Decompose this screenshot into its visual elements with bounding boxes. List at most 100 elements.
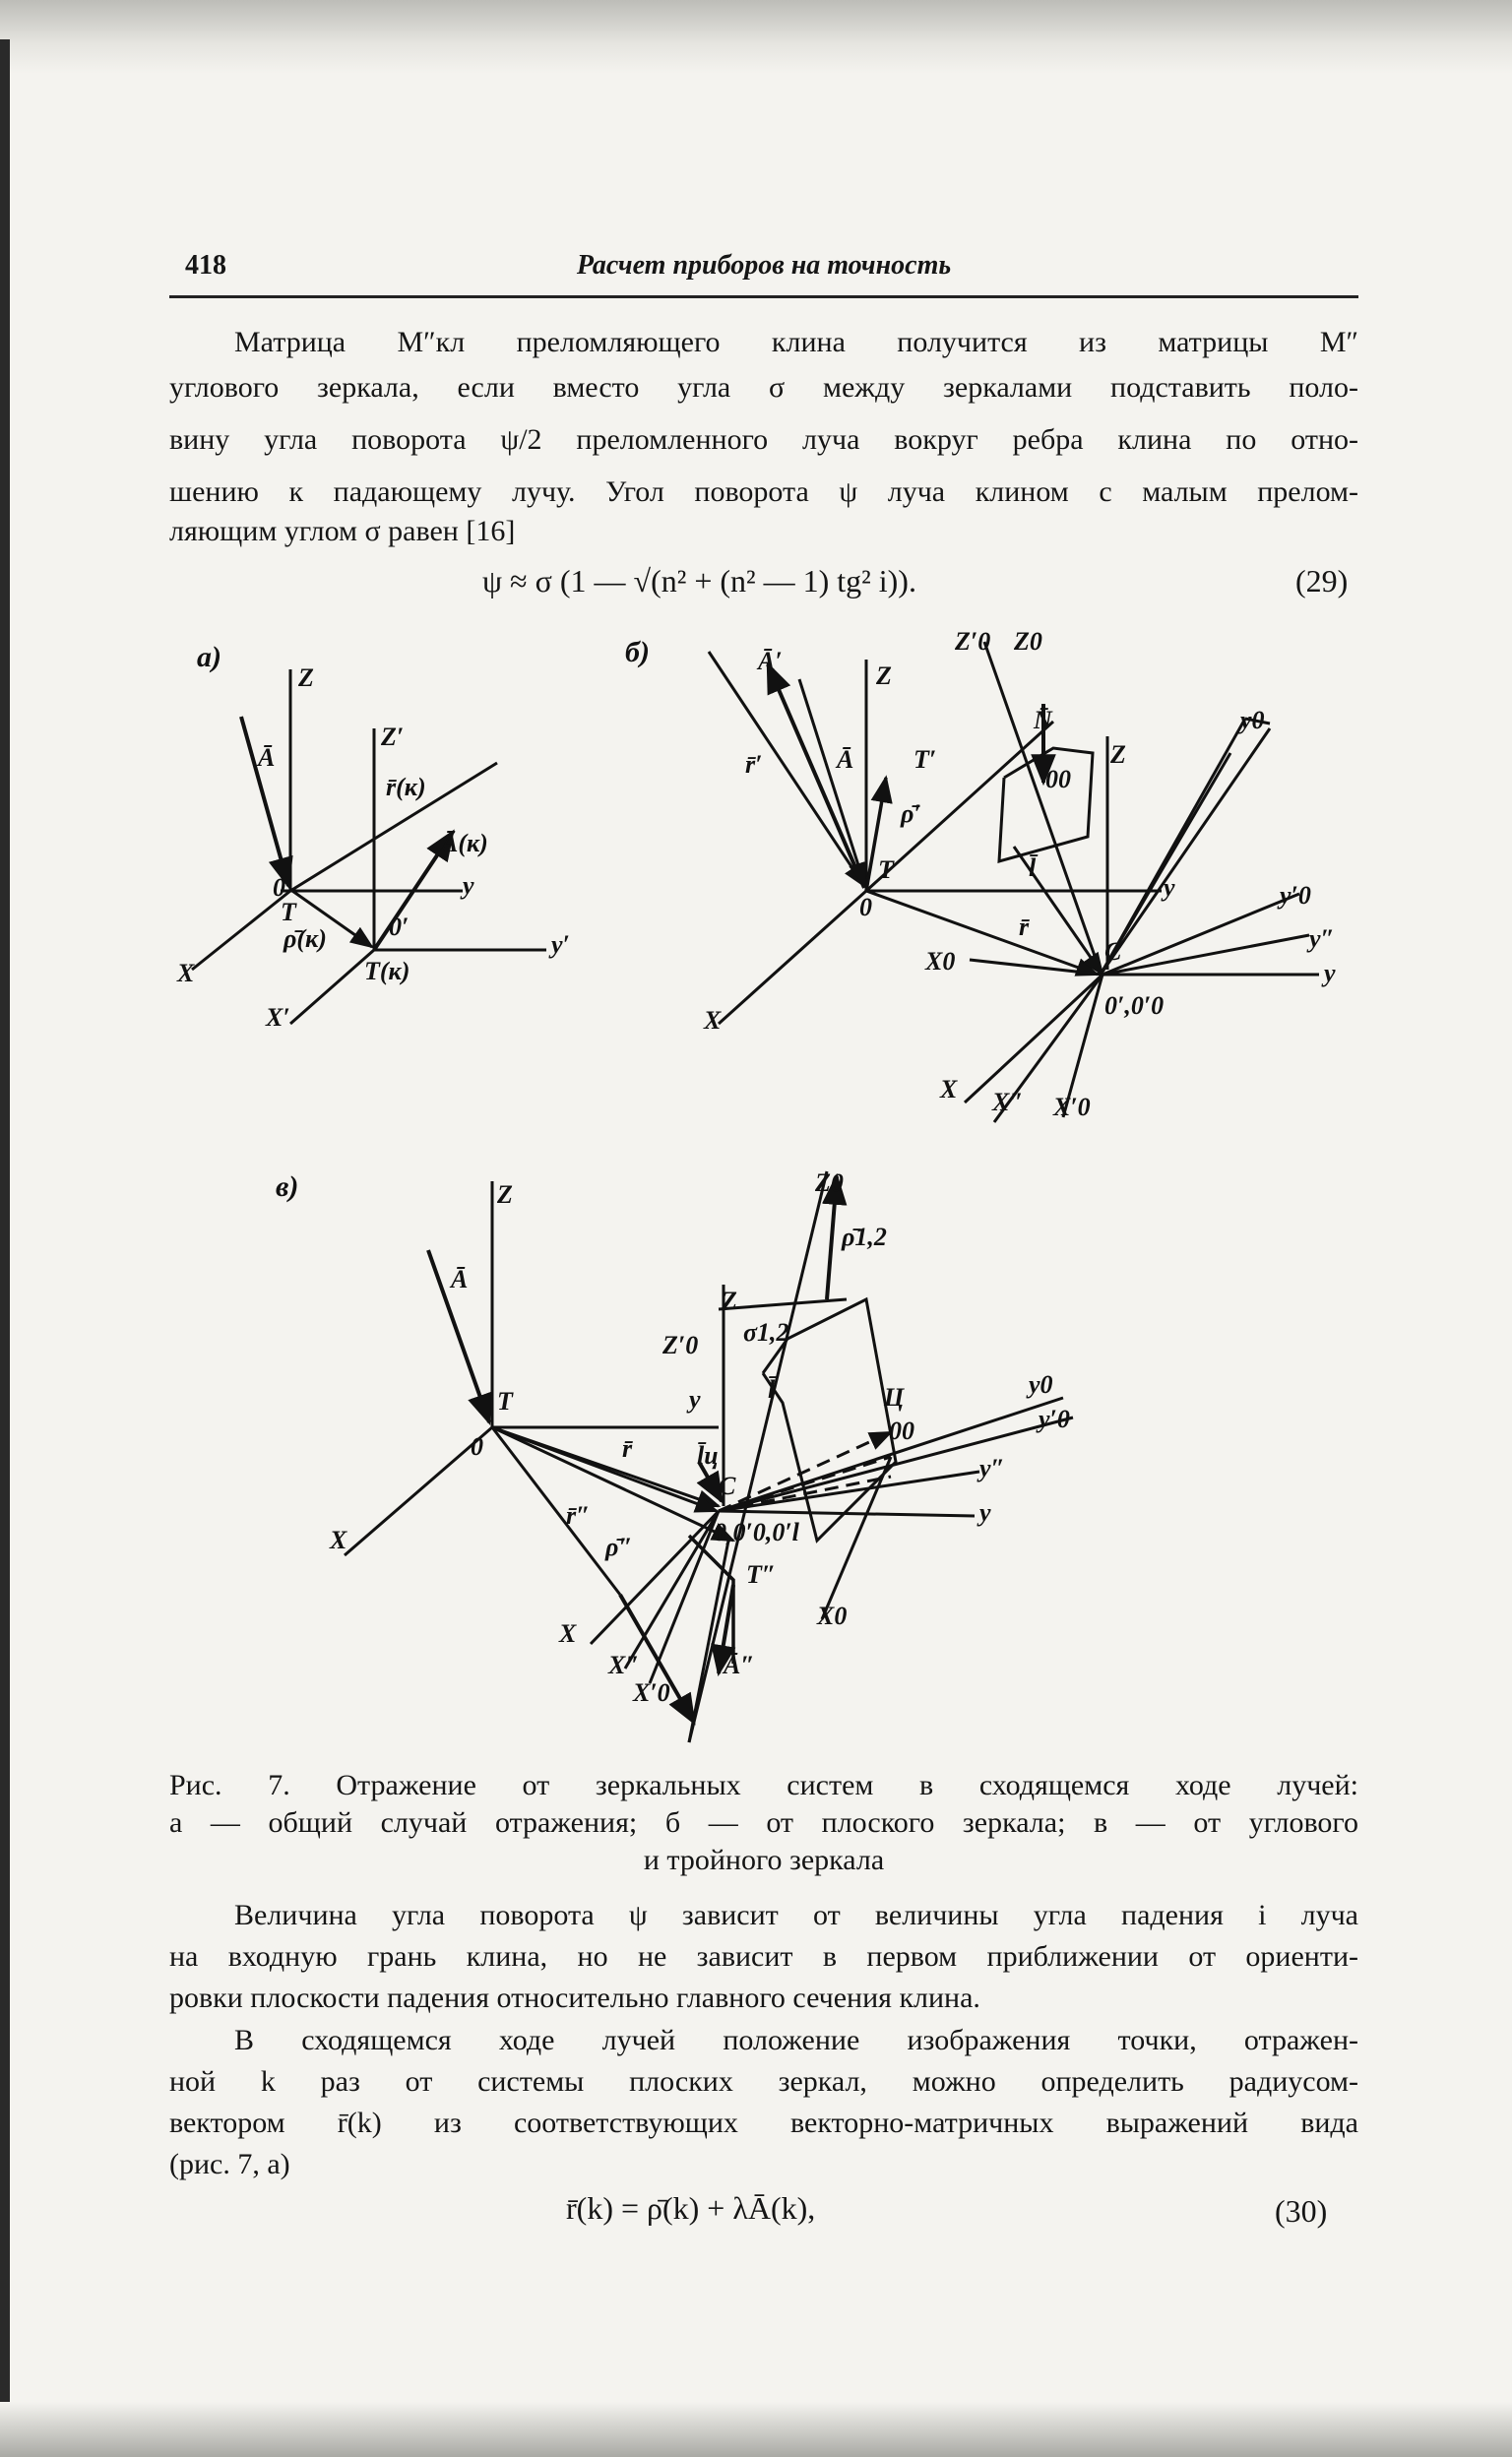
formula-29: ψ ≈ σ (1 — √(n² + (n² — 1) tg² i)). <box>482 563 916 598</box>
label: X <box>329 1526 347 1554</box>
label: T″ <box>746 1560 776 1589</box>
label: X0 <box>816 1602 847 1630</box>
text-line: Величина угла поворота ψ зависит от вели… <box>234 1899 1358 1931</box>
label: X′0 <box>1052 1093 1091 1121</box>
label: Z0 <box>1013 627 1042 656</box>
label: r̄′ <box>745 750 762 779</box>
text-line: на входную грань клина, но не зависит в … <box>169 1940 1358 1973</box>
label: l̄ <box>1029 853 1039 882</box>
label: y0 <box>1237 706 1265 734</box>
label: Ā(к) <box>439 829 488 857</box>
axis-x-double-prime <box>992 974 1104 1123</box>
text-line: вектором r̄(k) из соответствующих вектор… <box>169 2107 1358 2139</box>
text-line: ровки плоскости падения относительно гла… <box>169 1982 980 2014</box>
label: X0 <box>924 947 955 976</box>
label: X″ <box>607 1651 640 1679</box>
label: ρ̄″ <box>604 1533 633 1561</box>
vector-a-double-prime <box>711 1584 736 1677</box>
mirror-plane <box>997 746 1095 864</box>
label: 0′ <box>389 913 409 941</box>
label: Z′0 <box>954 627 990 656</box>
label: Ц <box>883 1383 905 1412</box>
label: C <box>719 1472 736 1500</box>
vector-rho-k <box>291 889 374 949</box>
label: 00 <box>889 1417 914 1445</box>
equation-number-30: (30) <box>1275 2193 1328 2229</box>
panel-c-label: в) <box>276 1170 298 1203</box>
text-line: ляющим углом σ равен [16] <box>169 515 516 547</box>
label: T <box>281 898 297 926</box>
axis-x <box>344 1425 493 1557</box>
label: Z0 <box>814 1168 844 1197</box>
panel-a-diagram <box>191 669 546 1026</box>
label: Ā <box>449 1265 468 1293</box>
label: r̄(к) <box>386 773 426 801</box>
caption-line: Рис. 7. Отражение от зеркальных систем в… <box>169 1769 1358 1801</box>
label: Z <box>496 1180 513 1209</box>
label: l̄ <box>768 1375 778 1404</box>
label: y <box>976 1498 991 1527</box>
label: y′0 <box>1036 1405 1070 1433</box>
ray-end <box>618 1594 696 1726</box>
text-line: Матрица M″кл преломляющего клина получит… <box>234 326 1358 358</box>
axis-y0 <box>718 1396 1064 1513</box>
label: y <box>1321 959 1336 987</box>
vector-rho-double-prime <box>491 1425 736 1543</box>
mirror-top-edge <box>718 1297 848 1311</box>
vector-l-dashed <box>718 1430 894 1513</box>
label: ρ̄′ <box>900 799 921 828</box>
axis-x0 <box>820 1456 893 1620</box>
label: 0,0′0,0′l <box>714 1518 800 1546</box>
scan-edge-left <box>0 39 10 2412</box>
label: y <box>686 1385 701 1414</box>
label: 00 <box>1045 765 1071 793</box>
label: ρ̄1,2 <box>841 1223 887 1251</box>
label: ρ̄(к) <box>283 924 327 953</box>
formula-30: r̄(k) = ρ̄(k) + λĀ(k), <box>566 2190 816 2226</box>
label: Z <box>1109 740 1126 769</box>
label: N̄ <box>1033 706 1053 734</box>
axis-x-c <box>589 1509 721 1646</box>
label: X <box>558 1619 577 1648</box>
vector-l-c <box>696 1461 724 1504</box>
label: y′ <box>548 930 570 959</box>
label: T(к) <box>364 957 410 985</box>
vector-rho-12 <box>821 1172 848 1300</box>
label: 0 <box>273 873 285 902</box>
label: y″ <box>1306 924 1335 953</box>
axis-y0-lower <box>1099 727 1272 976</box>
panel-b-labels: б) Ā′ Z r̄′ Ā T′ ρ̄′ T 0 Z′0 Z0 N̄ Z 00 … <box>625 627 1336 1121</box>
vector-r <box>865 889 1101 976</box>
axis-x <box>191 889 291 972</box>
label: σ1,2 <box>743 1318 789 1347</box>
axis-y <box>718 1509 976 1518</box>
vector-l <box>1012 846 1104 976</box>
equation-number-29: (29) <box>1295 563 1349 598</box>
label: Ā″ <box>722 1651 755 1679</box>
running-title: Расчет приборов на точность <box>576 250 952 281</box>
axis-y0-prime <box>1102 892 1300 976</box>
label: T <box>878 855 895 884</box>
t-double-prime-ray <box>687 1534 735 1664</box>
panel-a-labels: а) Z Z′ Ā r̄(к) Ā(к) 0 T ρ̄(к) 0′ T(к) y… <box>176 641 570 1032</box>
label: T′ <box>914 745 936 774</box>
label: X′ <box>265 1003 290 1032</box>
vector-a-prime-ray <box>707 651 866 888</box>
text-line: (рис. 7, а) <box>169 2148 290 2180</box>
label: r̄ <box>622 1434 634 1463</box>
label: C <box>1104 937 1122 966</box>
label: X″ <box>991 1088 1024 1116</box>
label: Z <box>721 1287 737 1315</box>
text-line: ной k раз от системы плоских зеркал, мож… <box>169 2065 1358 2098</box>
axis-x-c <box>963 973 1104 1104</box>
label: Z′ <box>380 723 404 751</box>
label: T <box>497 1387 514 1416</box>
paragraph-3: В сходящемся ходе лучей положение изобра… <box>169 2020 1358 2185</box>
mirror-plane <box>761 1296 898 1544</box>
label: X <box>939 1075 958 1103</box>
vector-a-k <box>372 829 455 952</box>
axis-x0 <box>969 958 1103 976</box>
panel-a-label: а) <box>197 641 221 673</box>
axis-x0-prime <box>648 1510 721 1684</box>
